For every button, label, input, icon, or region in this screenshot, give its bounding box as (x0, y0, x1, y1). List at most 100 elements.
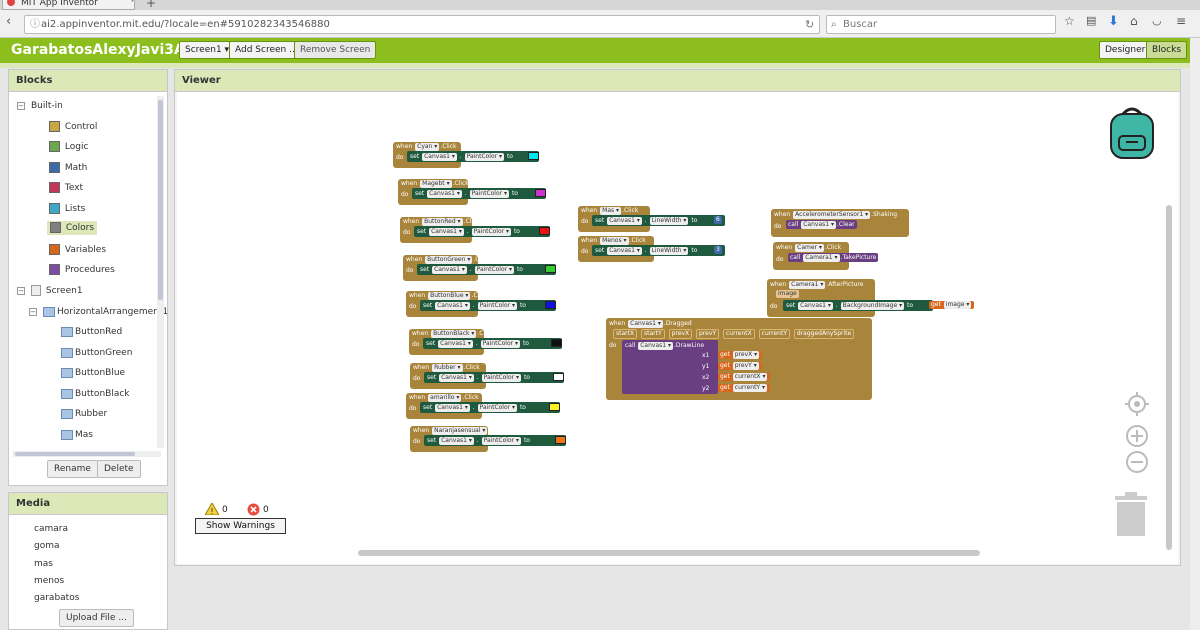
window-scrollbar[interactable] (1190, 38, 1200, 630)
tree-horizontal-scrollbar-thumb[interactable] (15, 452, 135, 456)
rename-button[interactable]: Rename (47, 460, 98, 478)
set-paint-color-block[interactable]: set Canvas1 ▾ . PaintColor ▾ to (423, 338, 562, 349)
back-icon[interactable]: ‹ (6, 14, 12, 29)
add-screen-button[interactable]: Add Screen ... (229, 41, 304, 59)
image-parameter[interactable]: image (776, 290, 799, 298)
media-item[interactable]: garabatos (34, 593, 80, 603)
show-warnings-button[interactable]: Show Warnings (195, 518, 286, 534)
component-dropdown[interactable]: Magebt ▾ (420, 180, 452, 188)
builtin-variables[interactable]: Variables (49, 243, 106, 257)
delete-button[interactable]: Delete (97, 460, 141, 478)
set-paint-color-block[interactable]: set Canvas1 ▾ . PaintColor ▾ to (420, 402, 560, 413)
event-block-color-click[interactable]: when amarillo ▾.Click do set Canvas1 ▾ .… (406, 393, 560, 419)
new-tab-icon[interactable]: + (146, 0, 157, 10)
collapse-icon[interactable]: − (29, 307, 37, 316)
event-block-color-click[interactable]: when Magebt ▾.Click do set Canvas1 ▾ . P… (398, 179, 546, 205)
builtin-colors[interactable]: Colors (47, 221, 98, 235)
event-block-color-click[interactable]: when Naranjasensual ▾.Click do set Canva… (410, 426, 566, 452)
remove-screen-button[interactable]: Remove Screen (294, 41, 377, 59)
tree-screen1[interactable]: − Screen1 (17, 285, 83, 296)
workspace-horizontal-scrollbar[interactable] (358, 550, 980, 556)
media-item[interactable]: mas (34, 559, 53, 569)
get-currentx-block[interactable]: get currentX ▾ (718, 373, 771, 381)
tree-builtin[interactable]: −Built-in (17, 101, 63, 111)
browser-tab[interactable]: MIT App Inventor × (2, 0, 135, 10)
close-icon[interactable]: × (130, 0, 134, 9)
component-dropdown[interactable]: Menos ▾ (600, 237, 629, 245)
get-prevy-block[interactable]: get prevY ▾ (718, 362, 762, 370)
component-dropdown[interactable]: ButtonRed ▾ (422, 218, 463, 226)
download-icon[interactable]: ⬇ (1108, 14, 1119, 29)
tree-arrangement[interactable]: −HorizontalArrangement1 (29, 306, 169, 317)
backpack-icon[interactable] (1106, 106, 1158, 160)
info-icon[interactable]: ⓘ (30, 19, 40, 30)
get-image-block[interactable]: get image ▾ (929, 301, 975, 309)
event-block-camer-click[interactable]: when Camer ▾.Click do call Camera1 ▾.Tak… (773, 242, 879, 270)
event-block-color-click[interactable]: when Rubber ▾.Click do set Canvas1 ▾ . P… (410, 363, 564, 389)
upload-file-button[interactable]: Upload File ... (59, 609, 134, 627)
address-bar[interactable]: ⓘ ai2.appinventor.mit.edu/?locale=en#591… (24, 15, 820, 34)
workspace-vertical-scrollbar[interactable] (1166, 205, 1172, 550)
call-draw-line-block[interactable]: call Canvas1 ▾.DrawLine x1 y1 x2 y2 (622, 340, 718, 394)
builtin-control[interactable]: Control (49, 120, 97, 134)
component-dropdown[interactable]: ButtonBlue ▾ (428, 292, 471, 300)
component-dropdown[interactable]: ButtonGreen ▾ (425, 256, 473, 264)
component-dropdown[interactable]: ButtonBlack ▾ (431, 330, 477, 338)
bookmark-star-icon[interactable]: ☆ (1064, 14, 1075, 28)
set-block[interactable]: set Canvas1 ▾ . LineWidth ▾ to (592, 245, 725, 256)
color-value-block[interactable] (535, 189, 546, 197)
event-block-color-click[interactable]: when ButtonGreen ▾.Click do set Canvas1 … (403, 255, 556, 281)
zoom-out-icon[interactable] (1125, 450, 1149, 474)
search-input[interactable]: ⌕ Buscar (826, 15, 1056, 34)
media-item[interactable]: camara (34, 524, 68, 534)
tree-component[interactable]: ButtonBlue (61, 366, 125, 380)
builtin-text[interactable]: Text (49, 181, 83, 195)
color-value-block[interactable] (539, 227, 550, 235)
color-value-block[interactable] (551, 339, 562, 347)
call-take-picture-block[interactable]: call Camera1 ▾.TakePicture (788, 253, 879, 262)
event-block-color-click[interactable]: when ButtonBlack ▾.Click do set Canvas1 … (409, 329, 562, 355)
color-value-block[interactable] (549, 403, 560, 411)
blocks-button[interactable]: Blocks (1146, 41, 1188, 59)
color-value-block[interactable] (545, 265, 556, 273)
builtin-logic[interactable]: Logic (49, 140, 88, 154)
get-currenty-block[interactable]: get currentY ▾ (718, 384, 771, 392)
event-block-color-click[interactable]: when Cyan ▾.Click do set Canvas1 ▾ . Pai… (393, 142, 539, 168)
set-paint-color-block[interactable]: set Canvas1 ▾ . PaintColor ▾ to (412, 188, 546, 199)
recenter-icon[interactable] (1125, 392, 1149, 416)
event-block-after-picture[interactable]: when Camera1 ▾.AfterPicture image do set… (767, 279, 975, 317)
component-dropdown[interactable]: Mas ▾ (600, 207, 622, 215)
color-value-block[interactable] (553, 373, 564, 381)
color-value-block[interactable] (545, 301, 556, 309)
builtin-lists[interactable]: Lists (49, 202, 85, 216)
pocket-icon[interactable]: ◡ (1152, 14, 1162, 27)
component-dropdown[interactable]: amarillo ▾ (428, 394, 462, 402)
set-paint-color-block[interactable]: set Canvas1 ▾ . PaintColor ▾ to (414, 226, 550, 237)
event-block-menos-click[interactable]: when Menos ▾.Click do set Canvas1 ▾ . Li… (578, 236, 725, 262)
designer-button[interactable]: Designer (1099, 41, 1152, 59)
get-prevx-block[interactable]: get prevX ▾ (718, 351, 763, 359)
component-dropdown[interactable]: Naranjasensual ▾ (432, 427, 488, 435)
builtin-math[interactable]: Math (49, 161, 87, 175)
builtin-procedures[interactable]: Procedures (49, 263, 115, 277)
set-paint-color-block[interactable]: set Canvas1 ▾ . PaintColor ▾ to (424, 435, 566, 446)
tree-component[interactable]: ButtonBlack (61, 387, 130, 401)
set-background-image-block[interactable]: set Canvas1 ▾ . BackgroundImage ▾ to (783, 300, 933, 311)
set-block[interactable]: set Canvas1 ▾ . LineWidth ▾ to (592, 215, 725, 226)
reload-icon[interactable]: ↻ (805, 18, 815, 31)
component-dropdown[interactable]: Rubber ▾ (432, 364, 463, 372)
set-paint-color-block[interactable]: set Canvas1 ▾ . PaintColor ▾ to (424, 372, 564, 383)
screen-select[interactable]: Screen1 ▾ (179, 41, 236, 59)
number-block[interactable]: 3 (714, 246, 722, 254)
set-paint-color-block[interactable]: set Canvas1 ▾ . PaintColor ▾ to (407, 151, 539, 162)
event-block-color-click[interactable]: when ButtonRed ▾.Click do set Canvas1 ▾ … (400, 217, 550, 243)
trash-icon[interactable] (1115, 492, 1147, 536)
reading-list-icon[interactable]: ▤ (1086, 14, 1097, 27)
call-canvas-clear-block[interactable]: call Canvas1 ▾.Clear (786, 220, 857, 229)
zoom-in-icon[interactable] (1125, 424, 1149, 448)
tree-component[interactable]: Mas (61, 428, 93, 442)
media-item[interactable]: goma (34, 541, 60, 551)
event-block-color-click[interactable]: when ButtonBlue ▾.Click do set Canvas1 ▾… (406, 291, 556, 317)
event-block-mas-click[interactable]: when Mas ▾.Click do set Canvas1 ▾ . Line… (578, 206, 725, 232)
collapse-icon[interactable]: − (17, 101, 25, 110)
